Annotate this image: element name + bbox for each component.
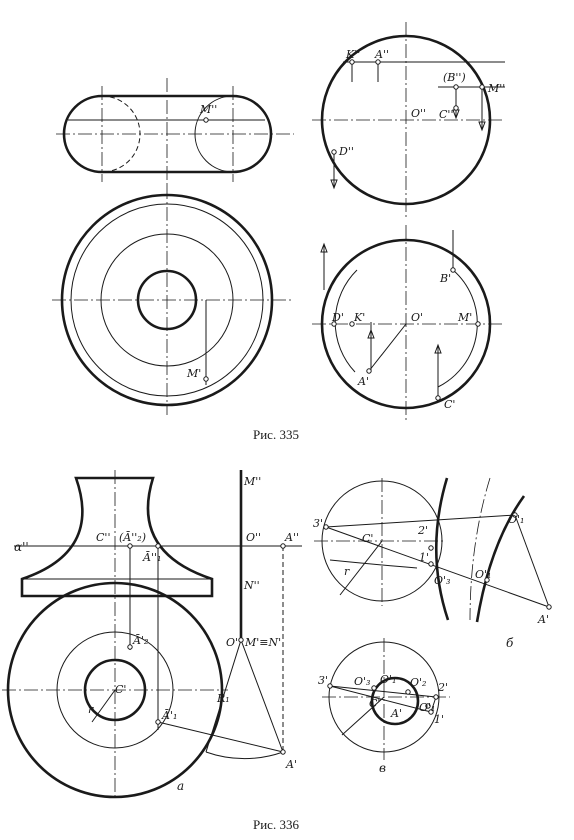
label-k1: K' (353, 311, 365, 324)
label-c1: C' (444, 398, 455, 411)
label-b2: (B'') (443, 71, 466, 84)
label-v-2: 2' (437, 681, 448, 694)
label-d1: D' (331, 311, 344, 324)
label-b-r: r (344, 565, 350, 578)
caption-fig336: Рис. 336 (253, 817, 299, 832)
label-c1-336: C' (115, 683, 126, 696)
fig336v-diagram: 3' O'₃ O'₁ O'₂ 2' C' A' O'₁ 1' в (318, 638, 450, 775)
label-d2: D'' (338, 145, 354, 158)
fig335-right-front-view: K'' A'' (B'') M'' O'' C'' D'' (312, 22, 505, 218)
label-v-o1: O'₁ (380, 673, 396, 686)
label-sub-v: в (379, 761, 386, 775)
fig336a-front-view: α'' C'' (Ā''₂) Ā''₁ O'' A'' M'' N'' (14, 470, 302, 800)
label-k2: K'' (345, 48, 360, 61)
label-b-a: A' (537, 613, 549, 626)
label-a2: A'' (374, 48, 389, 61)
label-a2-336: A'' (284, 531, 299, 544)
fig335-left-front-view: M'' (56, 78, 294, 188)
label-v-c: C' (369, 697, 380, 710)
label-m2-left: M'' (199, 103, 217, 116)
label-b-c: C' (362, 532, 373, 545)
label-a1prime-336: A' (285, 758, 297, 771)
label-a2bar: (Ā''₂) (119, 531, 146, 544)
label-o2: O'' (411, 107, 426, 120)
label-o1-336: O' (226, 636, 238, 649)
label-r: r (88, 703, 94, 716)
label-b-3: 3' (313, 517, 323, 530)
label-sub-b: б (506, 636, 514, 650)
label-o2-336: O'' (246, 531, 261, 544)
label-v-a: A' (390, 707, 402, 720)
label-a1: A' (357, 375, 369, 388)
caption-fig335: Рис. 335 (253, 427, 299, 442)
label-o1: O' (411, 311, 423, 324)
label-m1-left: M' (186, 367, 201, 380)
label-v-o2: O'₂ (410, 676, 426, 689)
label-r1: R₁ (216, 692, 230, 705)
label-b-o1: O'₁ (508, 513, 524, 526)
label-alpha: α'' (14, 540, 29, 554)
label-b-2: 2' (417, 524, 428, 537)
label-c2: C'' (439, 108, 453, 121)
label-n2-336: N'' (243, 579, 260, 592)
fig336a-top-view: Ā'₂ C' r Ā'₁ O' M'≡N' R₁ A' а (2, 581, 297, 799)
label-mn: M'≡N' (244, 636, 281, 649)
fig336b-diagram: 3' C' 2' O'₁ r 1' O'₃ O'₁ A' б (313, 477, 552, 650)
label-v-3: 3' (318, 674, 328, 687)
label-m1: M' (457, 311, 472, 324)
label-b1: B' (439, 272, 451, 285)
label-sub-a: а (177, 779, 184, 793)
label-a1bar2: Ā''₁ (142, 551, 161, 564)
label-v-o3: O'₃ (354, 675, 370, 688)
label-b-o3: O'₃ (434, 574, 450, 587)
fig335-right-top-view: B' D' K' O' M' A' C' (312, 225, 504, 420)
fig335-left-top-view: M' (52, 185, 292, 415)
label-m2-336: M'' (243, 475, 261, 488)
label-a1bar1: Ā'₁ (161, 709, 177, 722)
label-a2bar1: Ā'₂ (132, 634, 148, 647)
label-m2: M'' (487, 82, 505, 95)
label-c2-336: C'' (96, 531, 110, 544)
label-v-1: 1' (434, 713, 444, 726)
label-b-o1b: O'₁ (475, 568, 491, 581)
label-v-o1b: O'₁ (419, 701, 435, 714)
label-b-1: 1' (419, 551, 429, 564)
